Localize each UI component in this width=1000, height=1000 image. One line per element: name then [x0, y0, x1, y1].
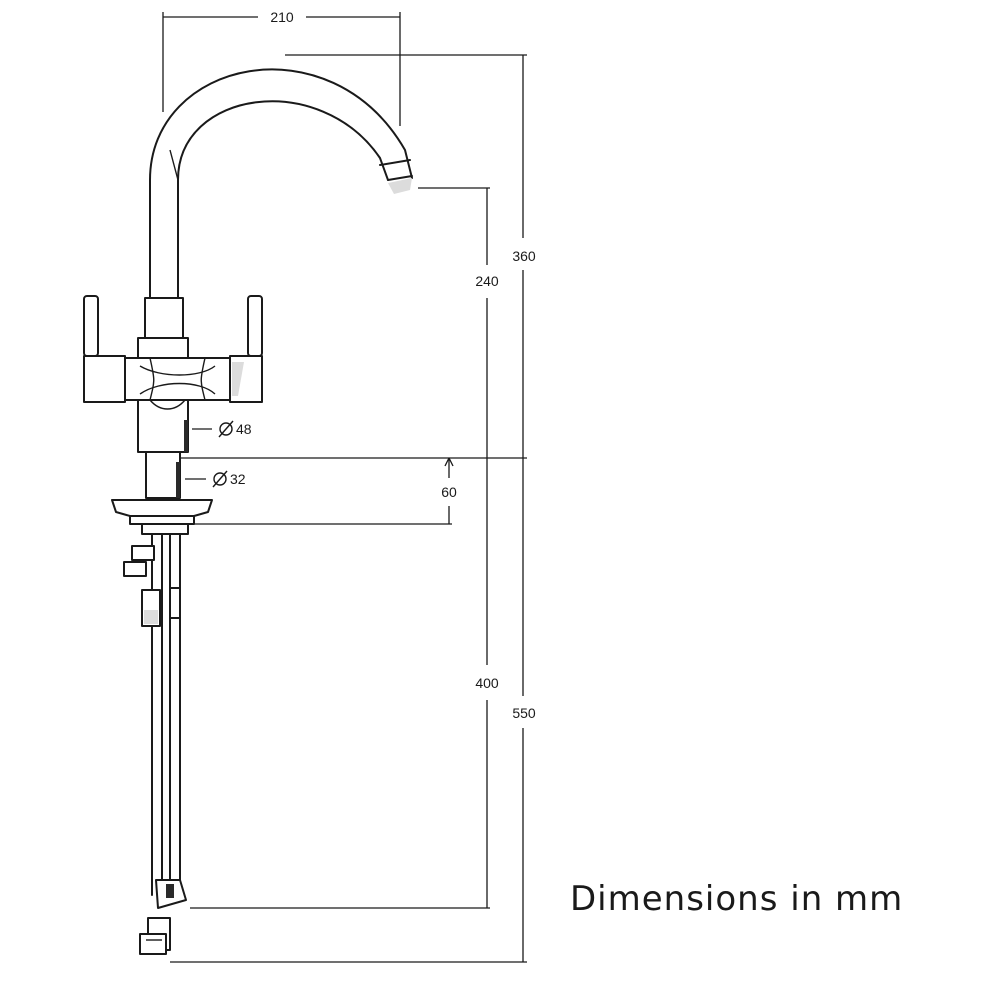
- dimension-value-360: 360: [512, 248, 536, 264]
- dimension-value-48: 48: [236, 421, 252, 437]
- shank: [145, 451, 181, 499]
- dimension-value-60: 60: [441, 484, 457, 500]
- dimension-hose-length: 400: [190, 458, 499, 909]
- supply-hoses: [123, 533, 187, 909]
- dimension-value-240: 240: [475, 273, 499, 289]
- tap-body: [83, 297, 263, 453]
- dimension-body-diameter: 48: [192, 420, 252, 438]
- hose-connector: [139, 917, 171, 955]
- dimension-shank-diameter: 32: [185, 470, 246, 488]
- dimension-spout-height: 240: [418, 187, 499, 458]
- dimension-spout-reach: 210: [162, 9, 401, 126]
- dimension-overall-length: 550: [170, 458, 536, 963]
- dimension-value-550: 550: [512, 705, 536, 721]
- dimension-value-400: 400: [475, 675, 499, 691]
- right-lever-handle: [247, 295, 263, 357]
- units-note: Dimensions in mm: [570, 879, 903, 919]
- spout: [149, 68, 413, 299]
- dimension-shank-length: 60: [183, 457, 457, 525]
- dimension-value-210: 210: [270, 9, 294, 25]
- dimension-value-32: 32: [230, 471, 246, 487]
- mounting-plate: [111, 499, 213, 535]
- dimension-total-height: 360: [285, 54, 536, 458]
- left-lever-handle: [83, 295, 99, 357]
